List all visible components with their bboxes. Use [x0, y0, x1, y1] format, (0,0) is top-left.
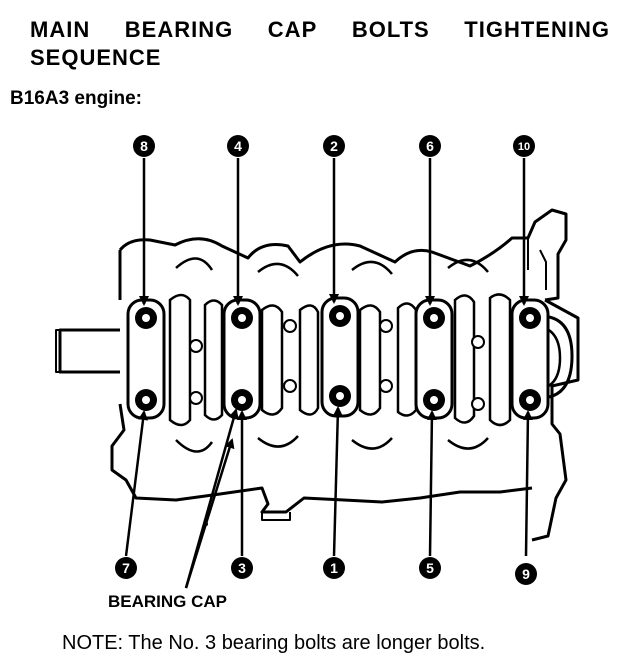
title-word: MAIN: [30, 17, 91, 42]
sequence-badge-1: 1: [323, 557, 345, 579]
crankshaft-webs: [168, 257, 574, 453]
bolt: [329, 305, 351, 327]
bolt: [423, 307, 445, 329]
leader-arrows: [124, 158, 533, 589]
svg-text:4: 4: [234, 138, 242, 154]
bolt: [231, 389, 253, 411]
title-word: BOLTS: [351, 17, 430, 42]
sequence-badge-2: 2: [323, 135, 345, 157]
note-text: NOTE: The No. 3 bearing bolts are longer…: [62, 632, 486, 654]
diagram-title: MAIN BEARING CAP BOLTS TIGHTENING SEQUEN…: [30, 16, 610, 72]
sequence-badge-3: 3: [231, 557, 253, 579]
side-bolts: [189, 319, 485, 411]
svg-text:1: 1: [330, 560, 338, 576]
title-line-1: MAIN BEARING CAP BOLTS TIGHTENING: [30, 16, 610, 44]
svg-text:6: 6: [426, 138, 434, 154]
svg-text:2: 2: [330, 138, 338, 154]
svg-text:10: 10: [518, 141, 530, 153]
title-line-2: SEQUENCE: [30, 45, 162, 70]
svg-text:7: 7: [122, 560, 130, 576]
sequence-badge-9: 9: [515, 563, 537, 585]
bolt: [231, 307, 253, 329]
bolt: [519, 389, 541, 411]
sequence-badge-7: 7: [115, 557, 137, 579]
sequence-badge-5: 5: [419, 557, 441, 579]
svg-text:8: 8: [140, 138, 148, 154]
svg-text:9: 9: [522, 566, 530, 582]
bolt: [135, 389, 157, 411]
sequence-badges-top: 8 4 2 6 10: [133, 135, 535, 157]
cap-bolts: [135, 305, 541, 411]
sequence-badges-bottom: 7 3 1 5 9: [115, 557, 537, 585]
title-word: TIGHTENING: [464, 17, 610, 42]
title-word: CAP: [267, 17, 318, 42]
svg-text:5: 5: [426, 560, 434, 576]
title-word: BEARING: [124, 17, 234, 42]
engine-block-outline: [55, 208, 580, 542]
engine-label: B16A3 engine:: [10, 88, 142, 109]
bearing-cap-callout: BEARING CAP: [108, 592, 228, 611]
dot-mark: [204, 522, 208, 526]
bolt: [329, 385, 351, 407]
bolt: [519, 307, 541, 329]
sequence-badge-10: 10: [513, 135, 535, 157]
bolt: [423, 389, 445, 411]
sequence-badge-6: 6: [419, 135, 441, 157]
sequence-badge-4: 4: [227, 135, 249, 157]
bearing-caps: [126, 296, 550, 420]
svg-text:3: 3: [238, 560, 246, 576]
sequence-badge-8: 8: [133, 135, 155, 157]
bolt: [135, 307, 157, 329]
